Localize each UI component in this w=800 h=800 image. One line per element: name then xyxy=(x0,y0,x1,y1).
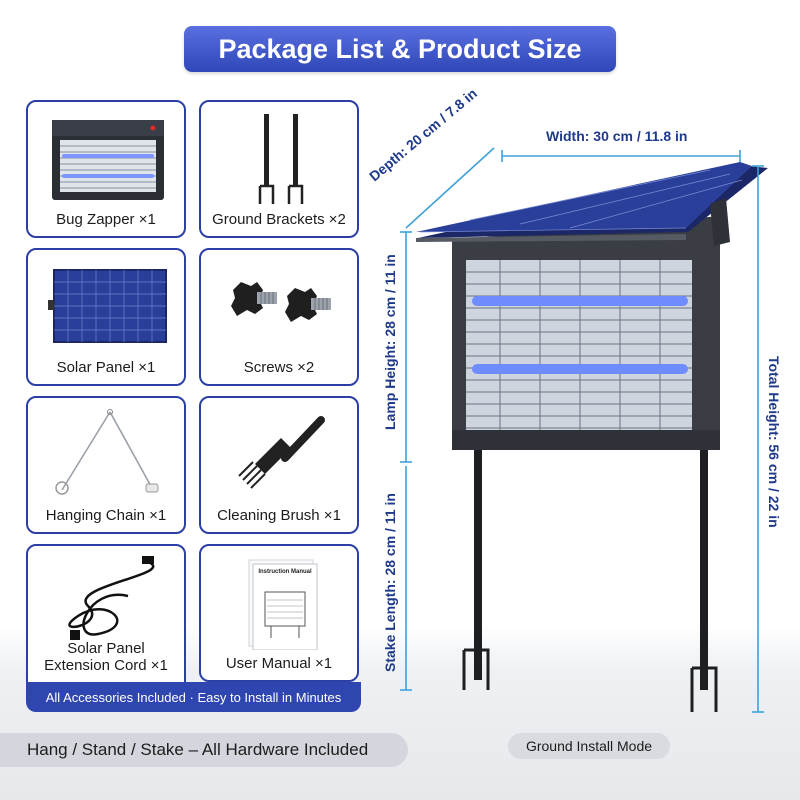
item-card-solar-panel: Solar Panel ×1 xyxy=(26,248,186,386)
screw-icon xyxy=(231,282,331,322)
item-label-line: Solar Panel xyxy=(67,640,145,657)
item-card-screws: Screws ×2 xyxy=(199,248,359,386)
bug-zapper-icon xyxy=(52,120,164,200)
item-label: Screws ×2 xyxy=(243,359,315,376)
item-card-hanging-chain: Hanging Chain ×1 xyxy=(26,396,186,534)
page-title: Package List & Product Size xyxy=(184,26,616,72)
bug-zapper-product-image xyxy=(400,147,768,713)
item-label: Solar Panel Extension Cord ×1 xyxy=(28,640,184,674)
item-label: User Manual ×1 xyxy=(225,655,333,672)
install-mode-badge: Ground Install Mode xyxy=(508,733,670,759)
dimension-lamp-height-label: Lamp Height: 28 cm / 11 in xyxy=(382,254,398,430)
chain-icon xyxy=(55,409,159,495)
item-label: Solar Panel ×1 xyxy=(56,359,156,376)
dimension-total-height-label: Total Height: 56 cm / 22 in xyxy=(766,356,782,528)
item-card-ground-brackets: Ground Brackets ×2 xyxy=(199,100,359,238)
ground-bracket-icon xyxy=(258,114,304,204)
dimension-width-label: Width: 30 cm / 11.8 in xyxy=(546,128,688,144)
manual-icon: Instruction Manual xyxy=(248,559,318,650)
item-label: Ground Brackets ×2 xyxy=(212,211,346,228)
item-label-line: Extension Cord ×1 xyxy=(44,657,168,674)
solar-panel-icon xyxy=(48,269,167,343)
item-card-cleaning-brush: Cleaning Brush ×1 xyxy=(199,396,359,534)
accessories-footer: All Accessories Included · Easy to Insta… xyxy=(26,682,361,712)
item-card-bug-zapper: Bug Zapper ×1 xyxy=(26,100,186,238)
item-label: Hanging Chain ×1 xyxy=(45,507,167,524)
dimension-stake-length-label: Stake Length: 28 cm / 11 in xyxy=(382,493,398,672)
brush-icon xyxy=(238,416,325,489)
manual-cover-title: Instruction Manual xyxy=(258,569,312,575)
item-label: Bug Zapper ×1 xyxy=(56,211,156,228)
cable-icon xyxy=(68,556,155,640)
item-label: Cleaning Brush ×1 xyxy=(217,507,341,524)
item-card-extension-cord: Solar Panel Extension Cord ×1 xyxy=(26,544,186,684)
item-card-user-manual: Instruction Manual User Manual ×1 xyxy=(199,544,359,682)
hardware-tagline: Hang / Stand / Stake – All Hardware Incl… xyxy=(0,733,408,767)
